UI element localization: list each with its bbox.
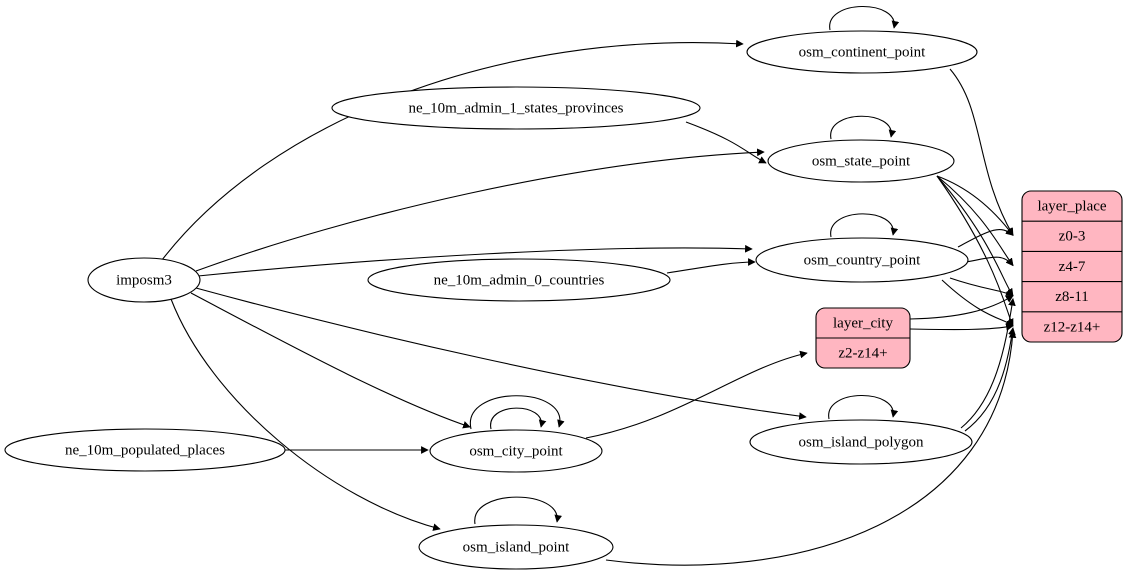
node-label-osm_island_point: osm_island_point bbox=[463, 539, 571, 555]
record-node-layer_place[interactable]: layer_place z0-3 z4-7 z8-11 z12-z14+ bbox=[1021, 190, 1123, 343]
edge-osm_island_polygon-layer_place-z8-11 bbox=[960, 297, 1016, 429]
nodes-layer: imposm3 ne_10m_admin_1_states_provincesne… bbox=[4, 30, 1123, 570]
edge-self-osm_city_point-inner bbox=[490, 407, 547, 430]
record-node-layer_city[interactable]: layer_city z2-z14+ bbox=[815, 307, 911, 369]
node-label-osm_country_point: osm_country_point bbox=[804, 252, 921, 268]
record-field-layer_city-z2-z14-[interactable]: z2-z14+ bbox=[838, 345, 887, 361]
edge-admin_0_countries-osm_country_point bbox=[666, 258, 756, 274]
node-label-ne_10m_admin_1_states_provinces: ne_10m_admin_1_states_provinces bbox=[409, 100, 624, 116]
node-label-ne_10m_populated_places: ne_10m_populated_places bbox=[65, 442, 225, 458]
edge-imposm3-osm_state_point bbox=[195, 148, 765, 272]
node-shape-osm_island_polygon bbox=[749, 419, 973, 465]
record-box-layer_place bbox=[1021, 190, 1123, 343]
node-shape-osm_continent_point bbox=[746, 30, 978, 74]
node-ne_10m_admin_0_countries[interactable]: ne_10m_admin_0_countries bbox=[367, 258, 671, 302]
edges-layer bbox=[161, 5, 1017, 566]
node-osm_city_point[interactable]: osm_city_point bbox=[429, 429, 603, 473]
node-label-imposm3: imposm3 bbox=[116, 272, 172, 288]
node-ne_10m_populated_places[interactable]: ne_10m_populated_places bbox=[4, 428, 286, 472]
node-shape-ne_10m_populated_places bbox=[4, 428, 286, 472]
edge-self-osm_country_point bbox=[830, 213, 899, 238]
edge-imposm3-osm_continent_point bbox=[161, 39, 744, 261]
record-field-layer_place-layer-place[interactable]: layer_place bbox=[1037, 199, 1106, 215]
edge-osm_island_point-layer_place-z12-z14+ bbox=[605, 330, 1017, 566]
record-field-layer_place-z12-z14-[interactable]: z12-z14+ bbox=[1044, 319, 1101, 335]
edge-layer_city-layer_place-z8-11 bbox=[909, 295, 1014, 320]
record-field-layer_place-z4-7[interactable]: z4-7 bbox=[1059, 259, 1086, 275]
node-ne_10m_admin_1_states_provinces[interactable]: ne_10m_admin_1_states_provinces bbox=[331, 86, 701, 130]
node-osm_state_point[interactable]: osm_state_point bbox=[767, 139, 955, 183]
edge-imposm3-osm_city_point bbox=[190, 292, 471, 429]
edge-osm_country_point-layer_place-z12-z14+ bbox=[941, 279, 1014, 327]
node-label-osm_city_point: osm_city_point bbox=[469, 443, 563, 459]
node-imposm3[interactable]: imposm3 bbox=[87, 257, 201, 303]
node-shape-osm_country_point bbox=[755, 237, 969, 283]
node-shape-osm_island_point bbox=[418, 524, 614, 570]
edge-states_provinces-osm_state_point bbox=[685, 121, 767, 164]
edge-imposm3-osm_country_point bbox=[197, 244, 753, 277]
edge-osm_country_point-layer_place-z4-7 bbox=[965, 256, 1014, 267]
edge-self-osm_island_polygon bbox=[828, 394, 899, 420]
node-label-ne_10m_admin_0_countries: ne_10m_admin_0_countries bbox=[434, 272, 605, 288]
edge-self-osm_state_point bbox=[830, 115, 897, 140]
node-osm_continent_point[interactable]: osm_continent_point bbox=[746, 30, 978, 74]
edge-osm_continent_point-layer_place-z0-3 bbox=[949, 68, 1014, 236]
record-field-layer_city-layer-city[interactable]: layer_city bbox=[833, 315, 893, 331]
node-osm_country_point[interactable]: osm_country_point bbox=[755, 237, 969, 283]
edge-self-osm_continent_point bbox=[829, 5, 900, 31]
record-field-layer_place-z0-3[interactable]: z0-3 bbox=[1059, 229, 1086, 245]
edge-osm_country_point-layer_place-z0-3 bbox=[957, 227, 1014, 248]
node-osm_island_polygon[interactable]: osm_island_polygon bbox=[749, 419, 973, 465]
edge-self-osm_city_point-outer bbox=[469, 395, 565, 430]
edge-imposm3-osm_island_polygon bbox=[195, 287, 807, 420]
edge-self-osm_island_point bbox=[474, 496, 562, 525]
edge-osm_island_polygon-layer_place-z12-z14+ bbox=[964, 327, 1016, 432]
node-label-osm_island_polygon: osm_island_polygon bbox=[798, 434, 924, 450]
node-osm_island_point[interactable]: osm_island_point bbox=[418, 524, 614, 570]
node-label-osm_continent_point: osm_continent_point bbox=[799, 44, 926, 60]
node-shape-ne_10m_admin_1_states_provinces bbox=[331, 86, 701, 130]
node-label-osm_state_point: osm_state_point bbox=[812, 153, 911, 169]
node-shape-osm_city_point bbox=[429, 429, 603, 473]
record-field-layer_place-z8-11[interactable]: z8-11 bbox=[1055, 289, 1089, 305]
edge-osm_city_point-layer_city bbox=[585, 350, 808, 439]
node-shape-osm_state_point bbox=[767, 139, 955, 183]
edge-layer_city-layer_place-z12-z14+ bbox=[909, 323, 1014, 331]
node-shape-imposm3 bbox=[87, 257, 201, 303]
node-shape-ne_10m_admin_0_countries bbox=[367, 258, 671, 302]
edge-imposm3-osm_island_point bbox=[170, 298, 441, 531]
edge-osm_country_point-layer_place-z8-11 bbox=[949, 277, 1014, 297]
